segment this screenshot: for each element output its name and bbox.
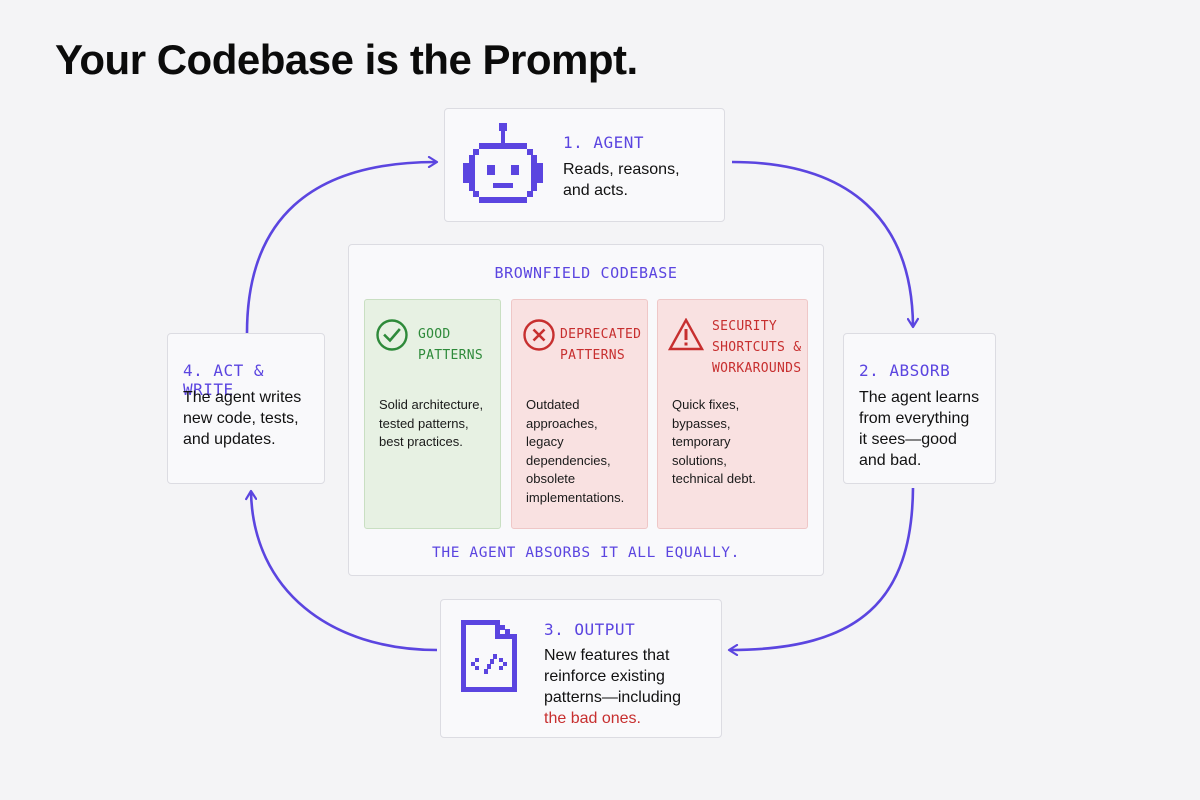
- agent-desc-line: Reads, reasons,: [563, 161, 680, 178]
- good-patterns-label: GOOD PATTERNS: [418, 324, 483, 366]
- arrow-output-to-act: [251, 492, 438, 652]
- arrow-agent-to-absorb: [731, 160, 913, 326]
- warning-triangle-icon: [668, 318, 704, 351]
- output-description: New features that reinforce existing pat…: [544, 645, 681, 729]
- act-description: The agent writes new code, tests, and up…: [183, 387, 301, 450]
- absorb-desc-line: it sees—good: [859, 431, 957, 448]
- good-text-line: tested patterns,: [379, 415, 469, 431]
- good-text-line: Solid architecture,: [379, 397, 484, 412]
- absorb-card: 2. ABSORB The agent learns from everythi…: [843, 333, 996, 484]
- brownfield-codebase-panel: BROWNFIELD CODEBASE GOOD PATTERNS Solid …: [348, 244, 824, 576]
- agent-label: 1. AGENT: [563, 133, 645, 152]
- security-text-line: technical debt.: [672, 471, 756, 486]
- check-circle-icon: [376, 319, 408, 351]
- deprecated-patterns-text: Outdated approaches, legacy dependencies…: [526, 396, 639, 507]
- deprecated-text-line: obsolete: [526, 471, 576, 486]
- codebase-title: BROWNFIELD CODEBASE: [494, 264, 678, 282]
- output-desc-line: New features that: [544, 647, 670, 664]
- output-desc-line: reinforce existing: [544, 668, 665, 685]
- output-card: 3. OUTPUT New features that reinforce ex…: [440, 599, 722, 738]
- deprecated-text-line: dependencies,: [526, 452, 611, 468]
- act-card: 4. ACT & WRITE The agent writes new code…: [167, 333, 325, 484]
- codebase-footer: THE AGENT ABSORBS IT ALL EQUALLY.: [432, 545, 740, 561]
- x-circle-icon: [523, 319, 555, 351]
- arrow-act-to-agent: [245, 162, 436, 334]
- deprecated-text-line: implementations.: [526, 489, 625, 505]
- code-file-icon: [461, 620, 517, 692]
- robot-icon: [463, 123, 543, 203]
- act-desc-line: The agent writes: [183, 389, 302, 406]
- absorb-label: 2. ABSORB: [859, 361, 951, 380]
- security-label-line: WORKAROUNDS: [712, 361, 802, 376]
- security-label-line: SHORTCUTS &: [712, 340, 802, 355]
- arrow-absorb-to-output: [730, 487, 915, 650]
- good-patterns-card: GOOD PATTERNS Solid architecture, tested…: [364, 299, 501, 529]
- act-desc-line: and updates.: [183, 431, 276, 448]
- security-text-line: Quick fixes,: [672, 397, 740, 412]
- agent-description: Reads, reasons, and acts.: [563, 159, 680, 201]
- agent-desc-line: and acts.: [563, 182, 628, 199]
- security-text-line: solutions,: [672, 452, 727, 468]
- deprecated-text-line: Outdated: [526, 397, 580, 412]
- security-shortcuts-text: Quick fixes, bypasses, temporary solutio…: [672, 396, 799, 489]
- deprecated-patterns-card: DEPRECATED PATTERNS Outdated approaches,…: [511, 299, 648, 529]
- output-desc-line: patterns—including: [544, 689, 681, 706]
- good-patterns-text: Solid architecture, tested patterns, bes…: [379, 396, 492, 452]
- security-text-line: bypasses,: [672, 415, 731, 431]
- agent-card: 1. AGENT Reads, reasons, and acts.: [444, 108, 725, 222]
- absorb-desc-line: from everything: [859, 410, 970, 427]
- deprecated-label-line: DEPRECATED: [560, 327, 642, 342]
- good-label-line: PATTERNS: [418, 348, 484, 363]
- output-desc-highlight: the bad ones.: [544, 710, 641, 727]
- page-title: Your Codebase is the Prompt.: [55, 36, 638, 83]
- deprecated-text-line: legacy: [526, 434, 564, 449]
- security-label-line: SECURITY: [712, 319, 778, 334]
- absorb-desc-line: The agent learns: [859, 389, 980, 406]
- absorb-desc-line: and bad.: [859, 452, 922, 469]
- deprecated-label-line: PATTERNS: [560, 348, 626, 363]
- deprecated-text-line: approaches,: [526, 415, 598, 431]
- good-label-line: GOOD: [418, 327, 451, 342]
- act-label: 4. ACT & WRITE: [183, 361, 265, 399]
- deprecated-patterns-label: DEPRECATED PATTERNS: [560, 324, 641, 366]
- security-shortcuts-card: SECURITY SHORTCUTS & WORKAROUNDS Quick f…: [657, 299, 808, 529]
- good-text-line: best practices.: [379, 434, 463, 449]
- absorb-description: The agent learns from everything it sees…: [859, 387, 979, 471]
- security-shortcuts-label: SECURITY SHORTCUTS & WORKAROUNDS: [712, 316, 801, 379]
- output-label: 3. OUTPUT: [544, 620, 636, 639]
- act-desc-line: new code, tests,: [183, 410, 299, 427]
- security-text-line: temporary: [672, 434, 731, 449]
